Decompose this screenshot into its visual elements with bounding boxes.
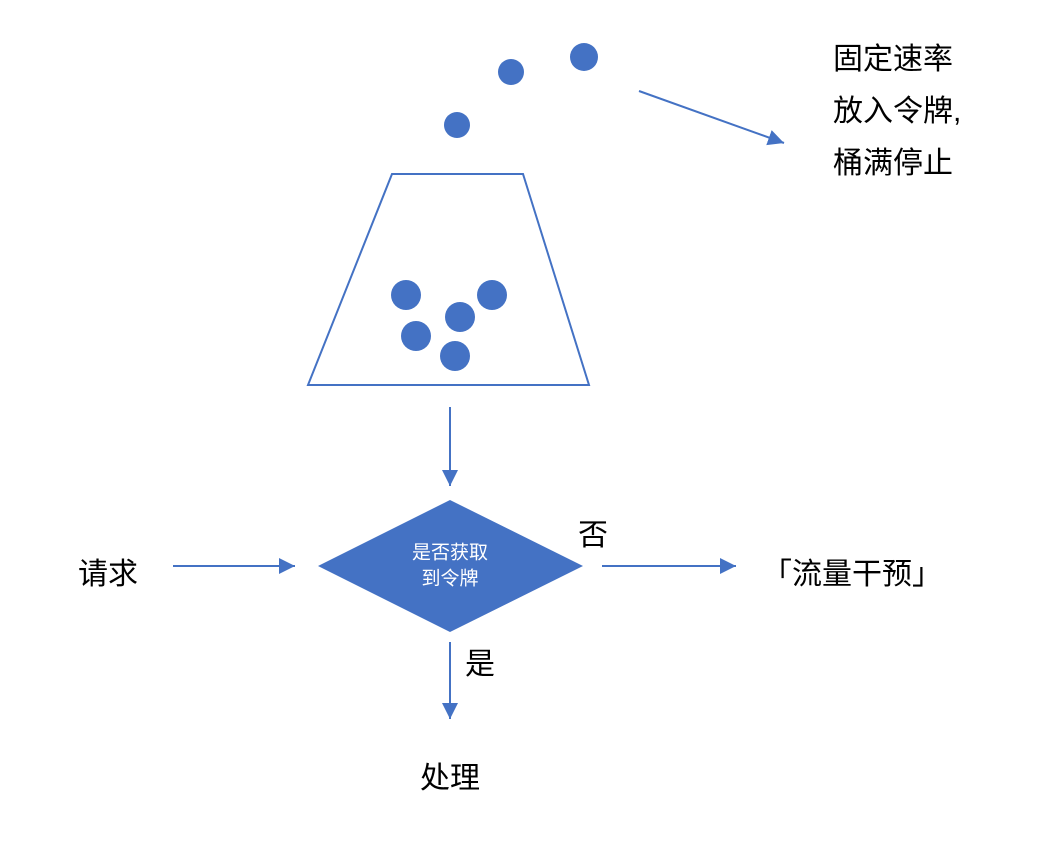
- token-icon: [498, 59, 524, 85]
- token-icon: [445, 302, 475, 332]
- decision-label: 是否获取 到令牌: [412, 540, 488, 591]
- rate-annotation-line: 桶满停止: [833, 147, 953, 180]
- yes-label: 是: [465, 648, 495, 681]
- token-icon: [440, 341, 470, 371]
- decision-label-line: 到令牌: [421, 568, 479, 589]
- token-icon: [401, 321, 431, 351]
- rate-annotation: 固定速率 放入令牌, 桶满停止: [833, 34, 961, 190]
- decision-diamond: [318, 500, 583, 632]
- process-label: 处理: [420, 762, 480, 795]
- request-label: 请求: [78, 558, 138, 591]
- token-icon: [444, 112, 470, 138]
- decision-label-line: 是否获取: [411, 542, 489, 564]
- rate-annotation-line: 固定速率: [833, 43, 953, 76]
- falling-tokens: [444, 43, 598, 138]
- token-icon: [570, 43, 598, 71]
- rate-annotation-line: 放入令牌,: [833, 95, 962, 128]
- bucket-shape: [306, 173, 591, 386]
- intervention-label: 「流量干预」: [762, 558, 942, 591]
- annotation-arrow: [638, 90, 785, 146]
- no-label: 否: [578, 519, 608, 552]
- token-icon: [477, 280, 507, 310]
- bucket-tokens: [391, 280, 507, 371]
- token-icon: [391, 280, 421, 310]
